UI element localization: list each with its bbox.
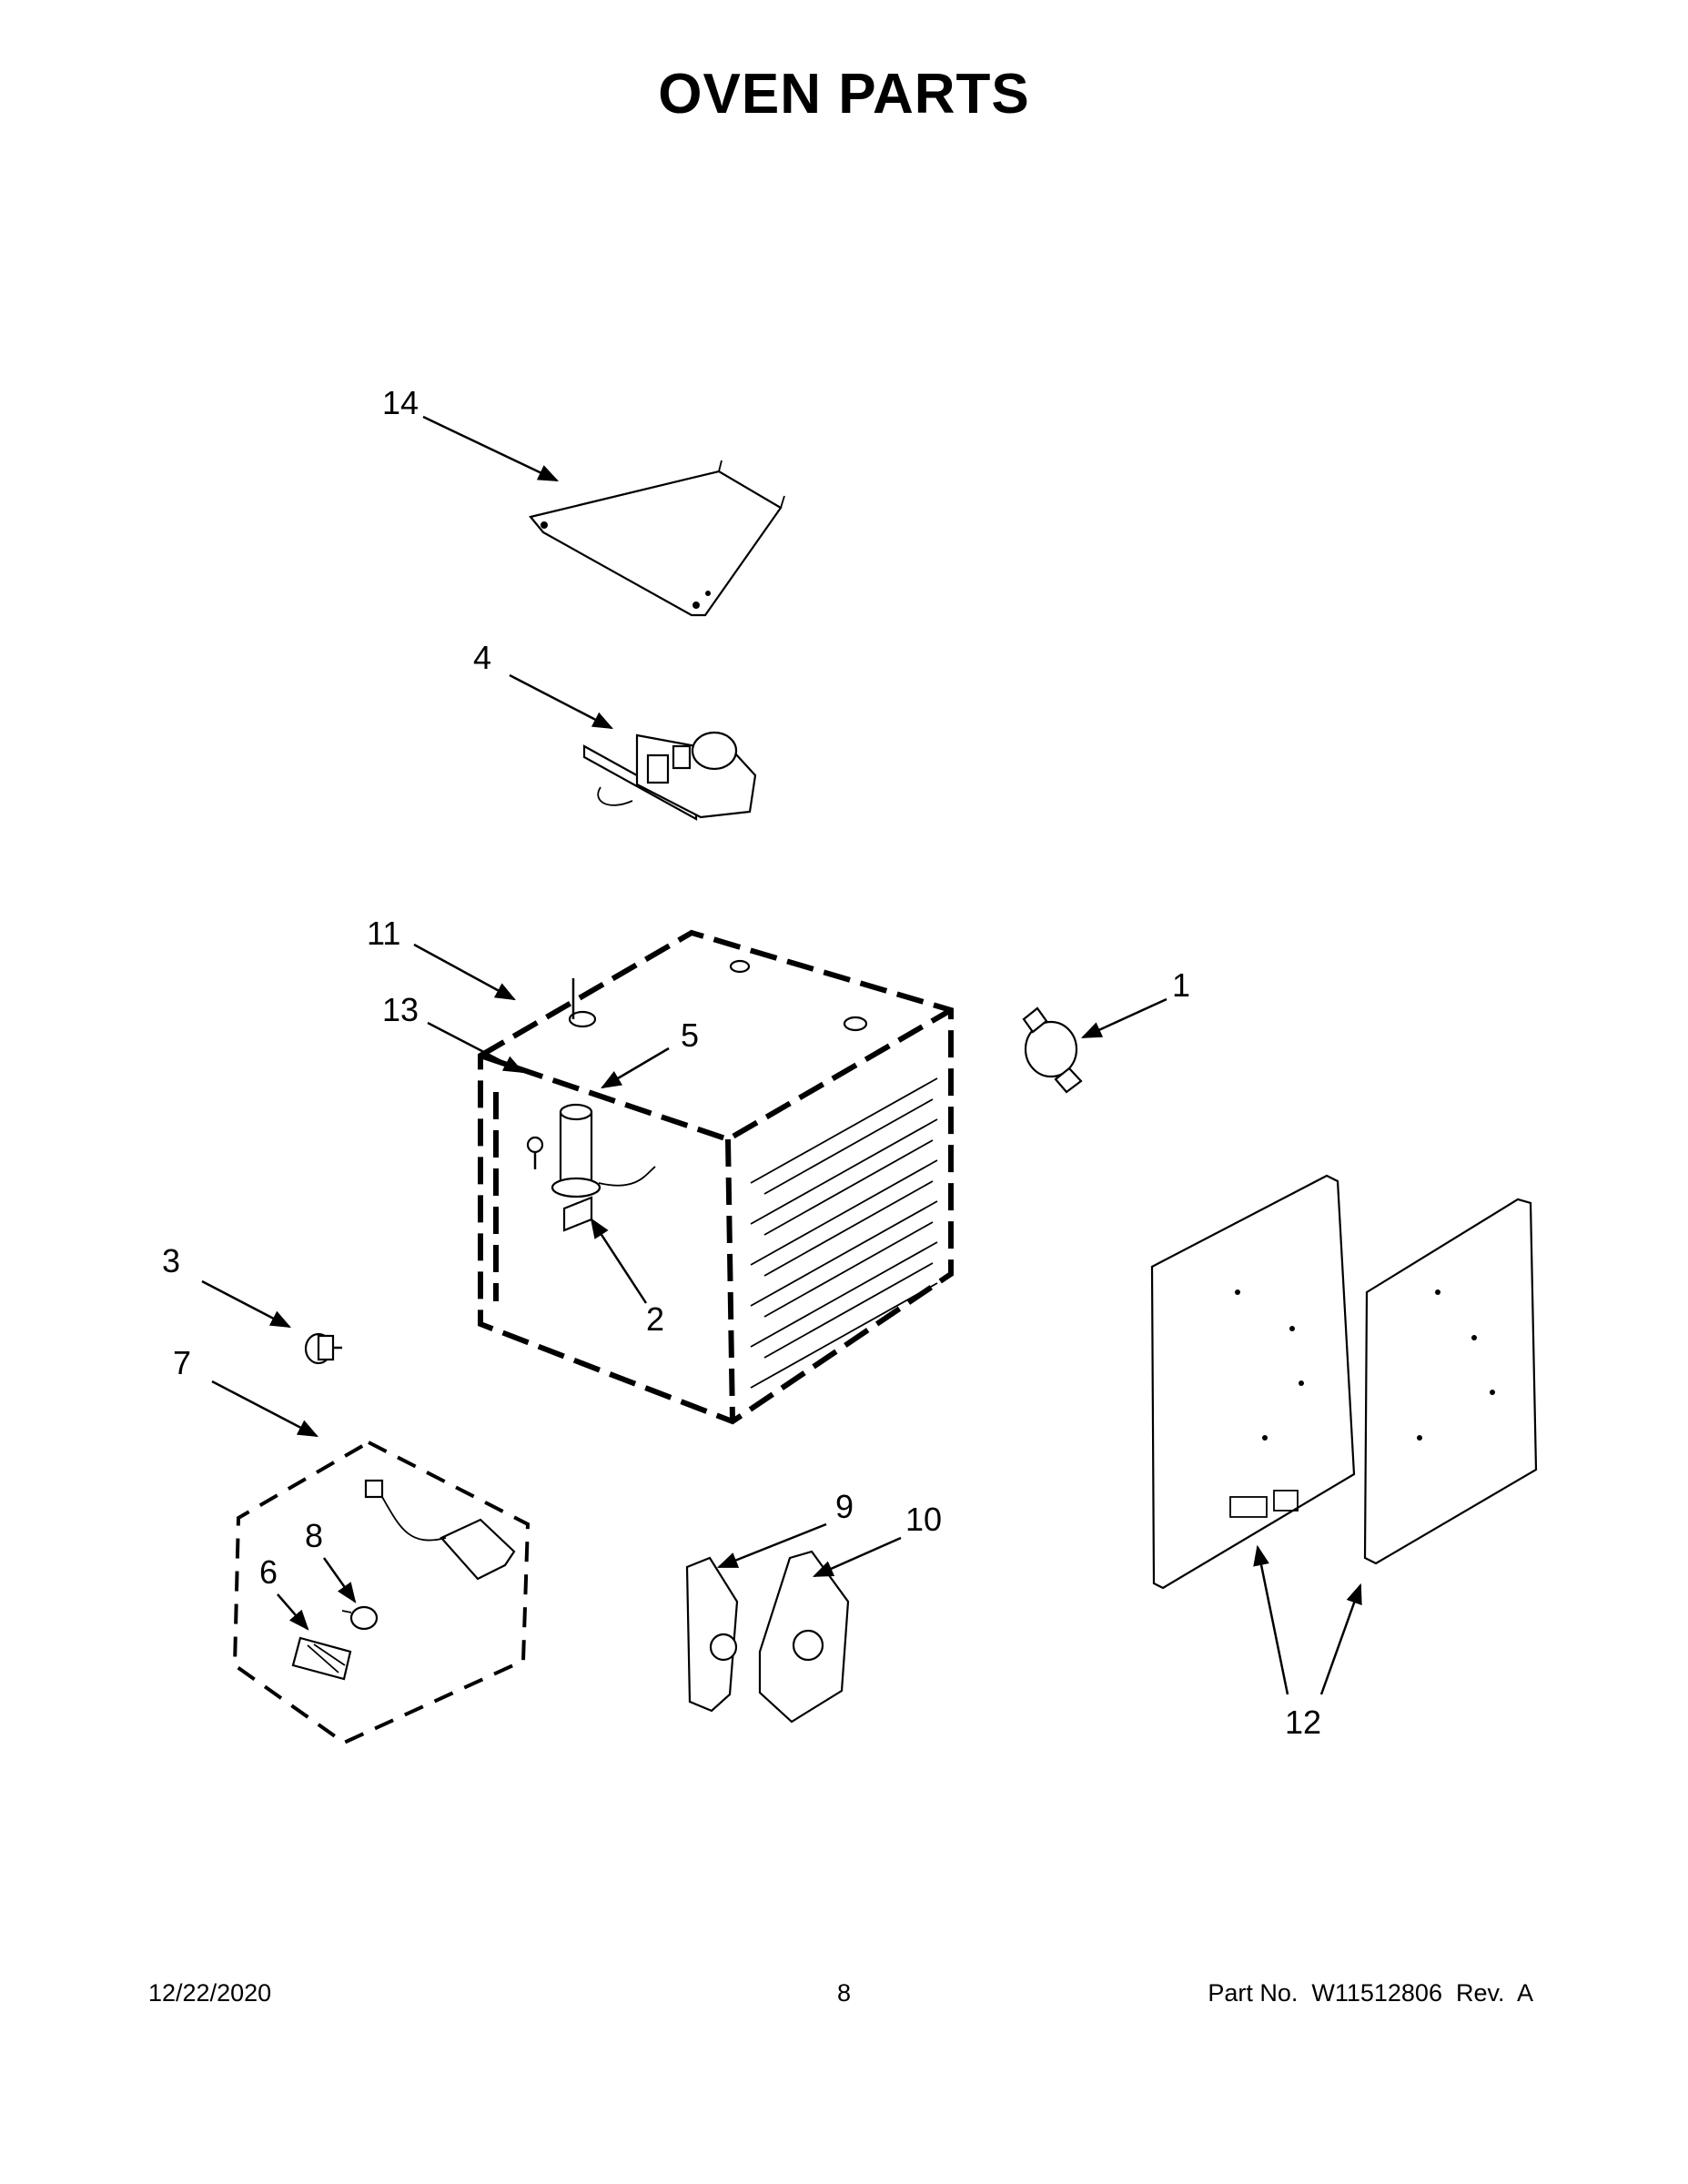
- callout-2: 2: [646, 1300, 664, 1338]
- footer-page-number: 8: [836, 1979, 852, 2007]
- part-8-bulb: [341, 1605, 379, 1631]
- part-1-thermal-cutoff: [1022, 1006, 1083, 1094]
- callout-10: 10: [905, 1501, 942, 1538]
- callout-12: 12: [1285, 1704, 1321, 1741]
- footer-date: 12/22/2020: [148, 1979, 272, 2007]
- callout-3: 3: [162, 1242, 180, 1279]
- part-4-door-latch: [582, 731, 757, 821]
- page-title: OVEN PARTS: [658, 63, 1030, 126]
- part-2-bracket: [562, 1196, 593, 1232]
- footer-part-number: Part No. W11512806 Rev. A: [1208, 1979, 1533, 2007]
- callout-6: 6: [259, 1553, 278, 1591]
- leader-lines: [201, 415, 1362, 1695]
- part-3-plug: [304, 1332, 342, 1365]
- part-6-lens: [291, 1636, 352, 1681]
- callout-5: 5: [681, 1016, 699, 1054]
- callout-13: 13: [382, 991, 419, 1028]
- callout-8: 8: [305, 1517, 323, 1554]
- callout-4: 4: [473, 639, 491, 676]
- callout-9: 9: [835, 1488, 854, 1525]
- part-14-bracket: [529, 460, 785, 617]
- part-10-hinge: [758, 1550, 850, 1724]
- part-5-sensor: [551, 1103, 656, 1198]
- callout-14: 14: [382, 384, 419, 421]
- callout-labels: 14 4 11 1 5 13 2 3 7 8 6 9 10 12: [162, 384, 1321, 1741]
- callout-7: 7: [173, 1344, 191, 1381]
- part-7-light-kit: [232, 1440, 531, 1745]
- part-12-side-panels: [1150, 1174, 1538, 1590]
- part-9-hinge: [685, 1556, 739, 1713]
- part-13-screw: [526, 1136, 544, 1169]
- callout-1: 1: [1172, 966, 1190, 1004]
- part-11-oven-cavity: [478, 929, 954, 1425]
- callout-11: 11: [367, 915, 400, 952]
